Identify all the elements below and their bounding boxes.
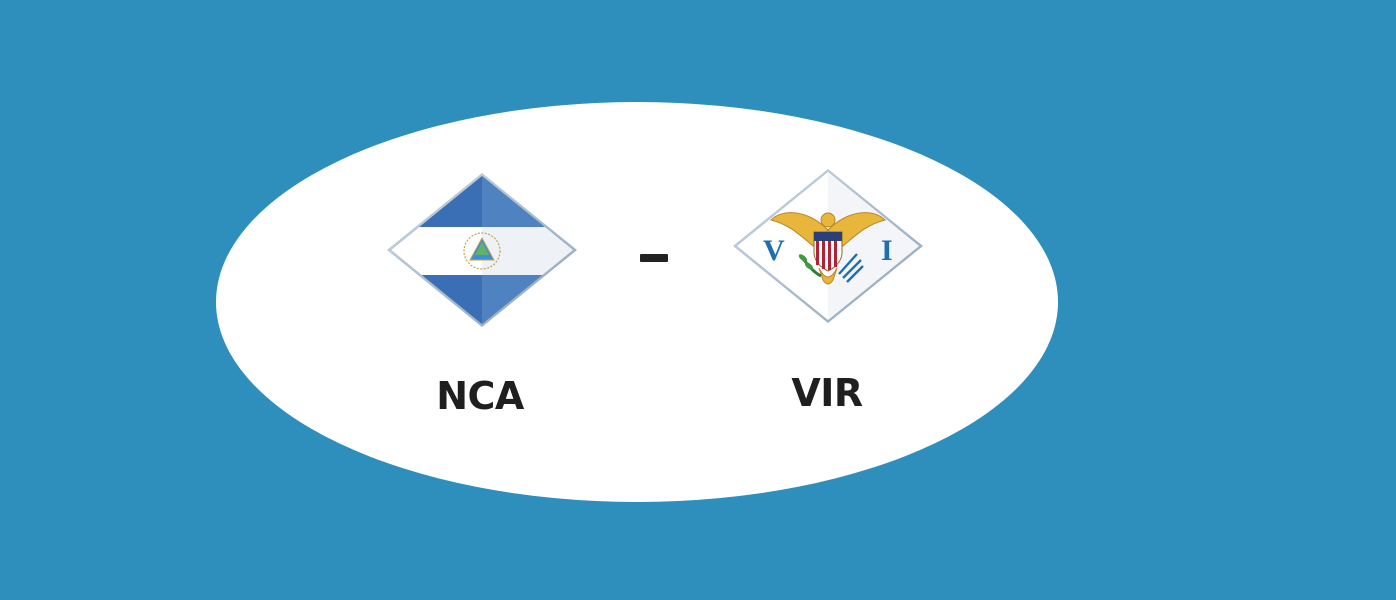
away-team-code: VIR	[791, 371, 863, 415]
nicaragua-flag-icon	[387, 172, 577, 328]
us-virgin-islands-flag-icon: V I	[733, 168, 923, 324]
svg-text:I: I	[881, 234, 893, 267]
match-card	[216, 102, 1058, 502]
score-separator	[640, 254, 668, 262]
svg-text:V: V	[763, 234, 785, 267]
home-team-code: NCA	[436, 374, 524, 418]
